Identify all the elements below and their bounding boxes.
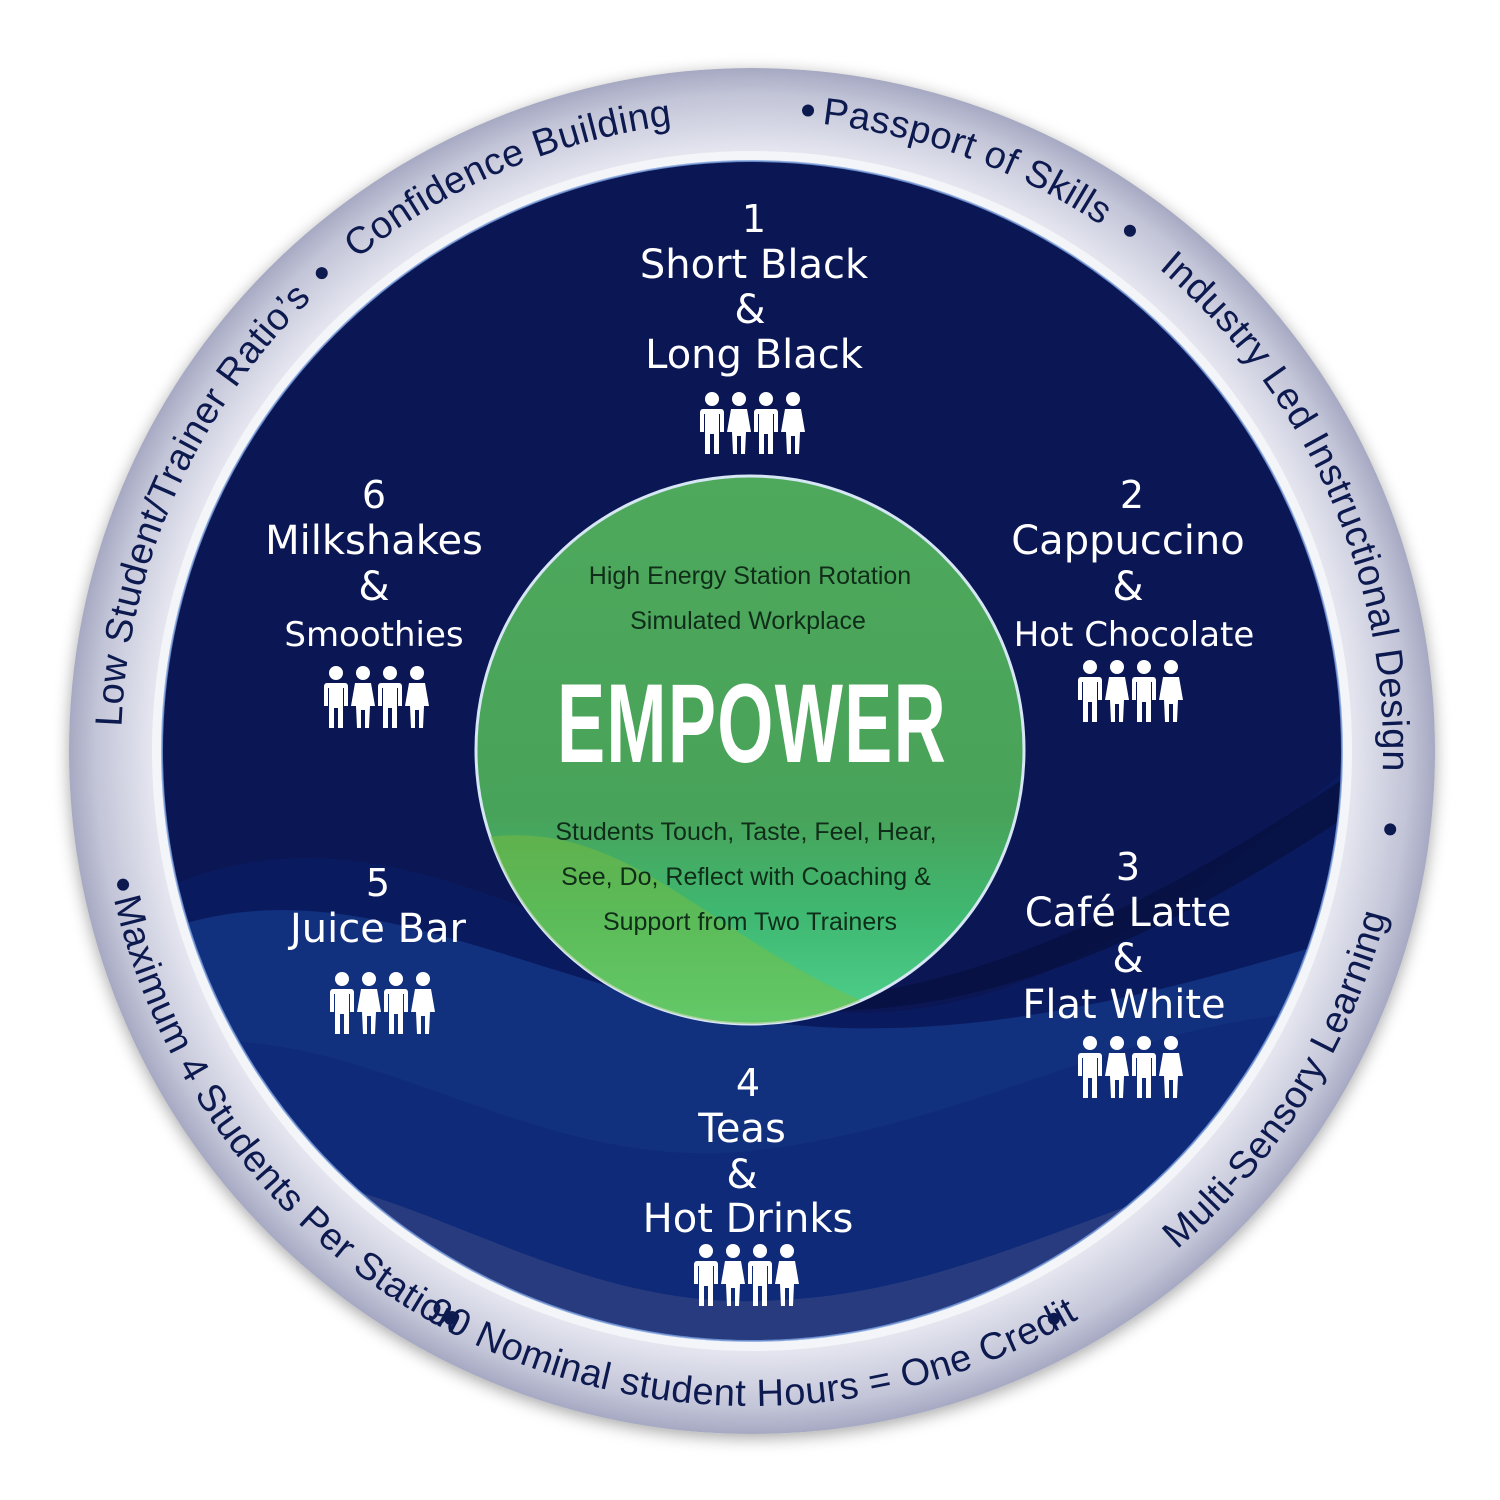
station-number: 5	[366, 861, 390, 905]
person-icon	[748, 1244, 772, 1306]
separator-dot	[117, 878, 130, 891]
station-number: 4	[736, 1061, 760, 1105]
person-icon	[721, 1244, 745, 1306]
station-line: Flat White	[1022, 982, 1225, 1028]
station-line: Teas	[697, 1106, 786, 1152]
station-line: Long Black	[645, 332, 864, 378]
person-icon	[351, 666, 375, 728]
center-subtitle-1: High Energy Station Rotation	[589, 562, 911, 590]
person-icon	[754, 392, 778, 454]
station-number: 1	[742, 197, 766, 241]
person-icon	[1159, 660, 1183, 722]
people-icons	[700, 392, 805, 454]
station-line: Juice Bar	[287, 906, 467, 952]
station-number: 6	[362, 473, 386, 517]
station-number: 2	[1120, 473, 1144, 517]
person-icon	[727, 392, 751, 454]
center-subtitle-2: Simulated Workplace	[630, 607, 866, 635]
station-line: Cappuccino	[1011, 518, 1245, 564]
person-icon	[411, 972, 435, 1034]
station-line: &	[358, 564, 389, 610]
person-icon	[781, 392, 805, 454]
station-line: Hot Chocolate	[1014, 615, 1255, 655]
person-icon	[384, 972, 408, 1034]
center-body-1: Students Touch, Taste, Feel, Hear,	[555, 818, 936, 846]
station-line: &	[1112, 564, 1143, 610]
station-line: Hot Drinks	[643, 1196, 854, 1242]
person-icon	[1078, 1036, 1102, 1098]
person-icon	[1105, 1036, 1129, 1098]
person-icon	[1132, 1036, 1156, 1098]
person-icon	[378, 666, 402, 728]
center-body-2: See, Do, Reflect with Coaching &	[561, 863, 931, 891]
station-line: &	[734, 287, 765, 333]
station-line: &	[726, 1152, 757, 1198]
person-icon	[1105, 660, 1129, 722]
person-icon	[700, 392, 724, 454]
person-icon	[324, 666, 348, 728]
station-line: &	[1112, 936, 1143, 982]
people-icons	[694, 1244, 799, 1306]
person-icon	[1159, 1036, 1183, 1098]
separator-dot	[1384, 823, 1397, 836]
station-2: 2 Cappuccino & Hot Chocolate	[1011, 473, 1254, 722]
person-icon	[357, 972, 381, 1034]
people-icons	[1078, 1036, 1183, 1098]
separator-dot	[1123, 224, 1136, 237]
station-4: 4 Teas & Hot Drinks	[643, 1061, 854, 1306]
people-icons	[324, 666, 429, 728]
person-icon	[1132, 660, 1156, 722]
person-icon	[330, 972, 354, 1034]
station-line: Milkshakes	[265, 518, 483, 564]
person-icon	[1078, 660, 1102, 722]
center-body-3: Support from Two Trainers	[603, 908, 897, 936]
station-5: 5 Juice Bar	[287, 861, 467, 1034]
people-icons	[1078, 660, 1183, 722]
separator-dot	[1047, 1312, 1060, 1325]
station-line: Café Latte	[1025, 890, 1232, 936]
station-line: Smoothies	[284, 615, 463, 655]
people-icons	[330, 972, 435, 1034]
center-title: EMPOWER	[557, 661, 947, 786]
station-1: 1 Short Black & Long Black	[640, 197, 869, 454]
separator-dot	[444, 1312, 457, 1325]
person-icon	[694, 1244, 718, 1306]
station-6: 6 Milkshakes & Smoothies	[265, 473, 483, 728]
station-number: 3	[1116, 845, 1140, 889]
person-icon	[405, 666, 429, 728]
person-icon	[775, 1244, 799, 1306]
station-line: Short Black	[640, 242, 869, 288]
separator-dot	[315, 267, 328, 280]
separator-dot	[802, 104, 815, 117]
station-3: 3 Café Latte & Flat White	[1022, 845, 1231, 1098]
